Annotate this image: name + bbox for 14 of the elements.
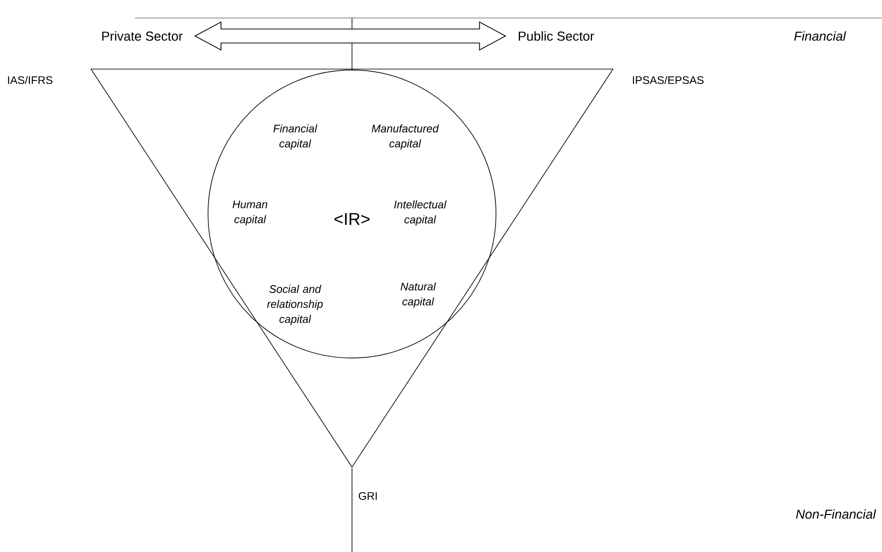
capital-label: Natural capital (400, 282, 436, 308)
sector-label: Public Sector (518, 31, 594, 41)
center-label: <IR> (334, 213, 370, 225)
capital-label: Manufactured capital (372, 124, 439, 150)
sector-label: Private Sector (102, 31, 183, 41)
corner-label: IAS/IFRS (8, 76, 52, 84)
capital-label: Social and relationship capital (267, 284, 323, 326)
capital-label: Human capital (232, 200, 268, 226)
corner-label: GRI (358, 492, 377, 500)
axis-label: Financial (794, 31, 846, 41)
corner-label: IPSAS/EPSAS (632, 76, 704, 84)
axis-label: Non-Financial (796, 509, 876, 519)
capital-label: Financial capital (273, 124, 318, 150)
capital-label: Intellectual capital (394, 200, 447, 226)
